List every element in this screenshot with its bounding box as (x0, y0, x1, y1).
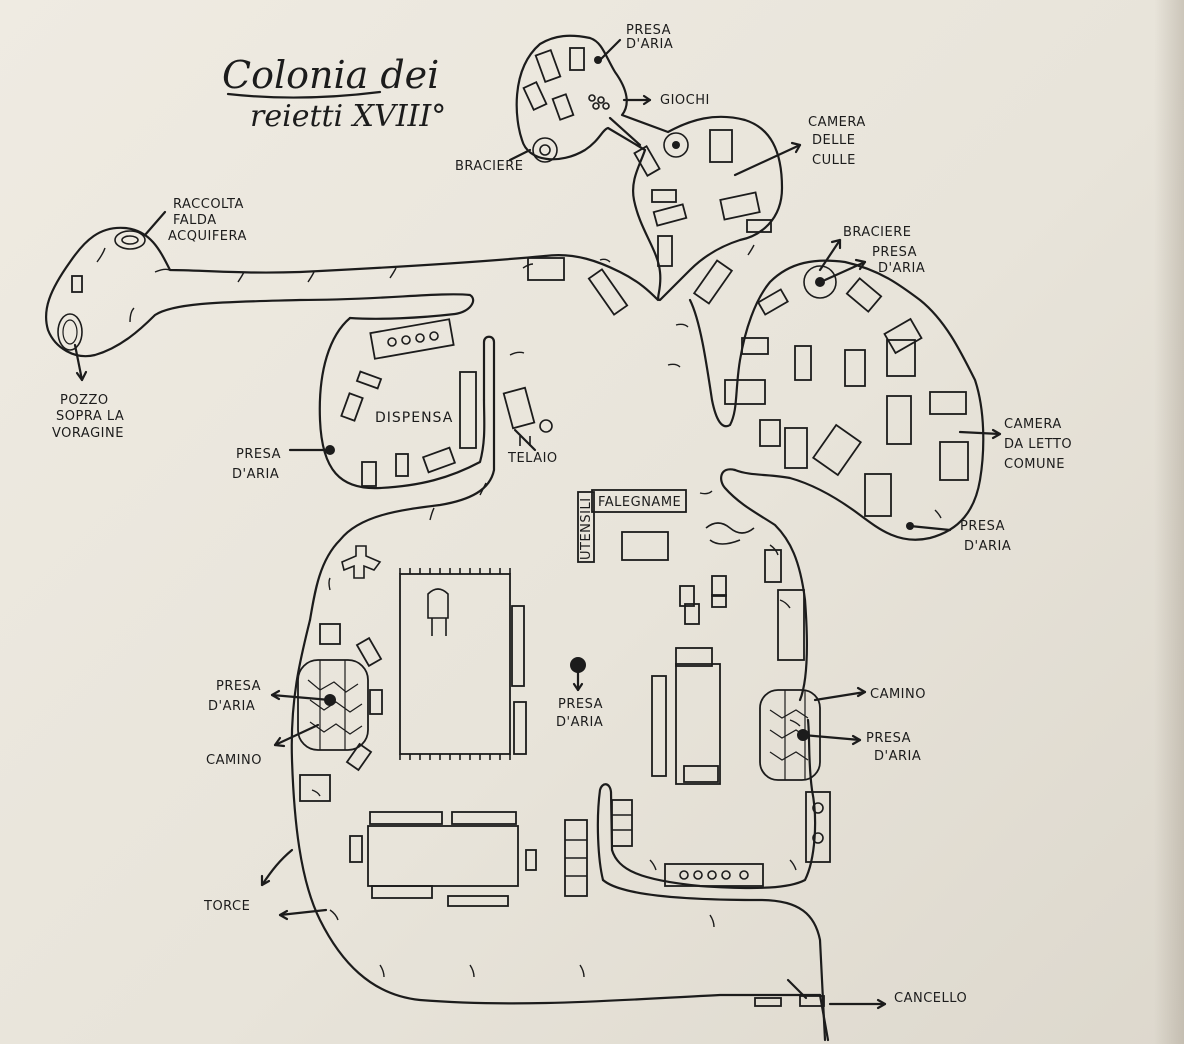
water-collection-icon (114, 230, 146, 250)
label-presa-aria-disp-1: PRESA (236, 447, 281, 462)
label-telaio: TELAIO (507, 451, 558, 466)
label-presa-aria-disp-2: D'ARIA (232, 467, 279, 482)
label-pozzo-1: POZZO (60, 393, 109, 408)
label-presa-aria-center-2: D'ARIA (556, 715, 603, 730)
label-presa-aria-rt-1: PRESA (872, 245, 917, 260)
label-raccolta-2: FALDA (173, 213, 217, 228)
fireplace-left-icon (297, 659, 369, 751)
toys-icon (588, 94, 610, 110)
label-raccolta-1: RACCOLTA (173, 197, 244, 212)
label-dispensa: DISPENSA (375, 410, 453, 426)
label-presa-aria-letto-1: PRESA (960, 519, 1005, 534)
label-utensili: UTENSILI (579, 497, 594, 560)
label-presa-aria-left-1: PRESA (216, 679, 261, 694)
label-camera-culle-2: DELLE (812, 133, 855, 148)
label-braciere-top: BRACIERE (455, 159, 523, 174)
label-falegnameria: FALEGNAME (598, 495, 681, 510)
label-camino-left: CAMINO (206, 753, 262, 768)
map-labels: PRESA D'ARIA GIOCHI BRACIERE CAMERA DELL… (52, 23, 1072, 1006)
label-camera-letto-2: DA LETTO (1004, 437, 1072, 452)
title-line1: Colonia dei (222, 53, 439, 97)
label-raccolta-3: ACQUIFERA (168, 229, 247, 244)
well-icon (57, 313, 83, 351)
label-giochi: GIOCHI (660, 93, 710, 108)
label-arrows (73, 38, 1002, 1010)
label-cancello: CANCELLO (894, 991, 967, 1006)
label-braciere-right: BRACIERE (843, 225, 911, 240)
label-presa-aria-top-1: PRESA (626, 23, 671, 38)
map-title: Colonia dei reietti XVIII° (222, 53, 446, 134)
label-presa-aria-center-1: PRESA (558, 697, 603, 712)
title-line2: reietti XVIII° (250, 99, 446, 134)
label-pozzo-3: VORAGINE (52, 426, 124, 441)
label-camera-letto-1: CAMERA (1004, 417, 1062, 432)
gate-icon (754, 978, 825, 1007)
chair-icon (341, 545, 382, 579)
tunnel-outlines (44, 34, 985, 1042)
label-presa-aria-right-1: PRESA (866, 731, 911, 746)
brazier-dorm-icon (803, 265, 837, 299)
label-presa-aria-rt-2: D'ARIA (878, 261, 925, 276)
paper-edge-shadow (1154, 0, 1184, 1044)
label-camera-letto-3: COMUNE (1004, 457, 1065, 472)
label-presa-aria-right-2: D'ARIA (874, 749, 921, 764)
label-pozzo-2: SOPRA LA (56, 409, 124, 424)
label-camera-culle-1: CAMERA (808, 115, 866, 130)
tool-icon (705, 522, 755, 545)
loom-icon (502, 386, 553, 446)
features (57, 47, 969, 1007)
brazier-icon (532, 137, 558, 163)
label-camera-culle-3: CULLE (812, 153, 856, 168)
label-presa-aria-left-2: D'ARIA (208, 699, 255, 714)
label-presa-aria-letto-2: D'ARIA (964, 539, 1011, 554)
plant-leaves (96, 244, 942, 978)
brazier-cradle-icon (663, 132, 689, 158)
label-presa-aria-top-2: D'ARIA (626, 37, 673, 52)
label-torce: TORCE (203, 899, 250, 914)
label-camino-right: CAMINO (870, 687, 926, 702)
